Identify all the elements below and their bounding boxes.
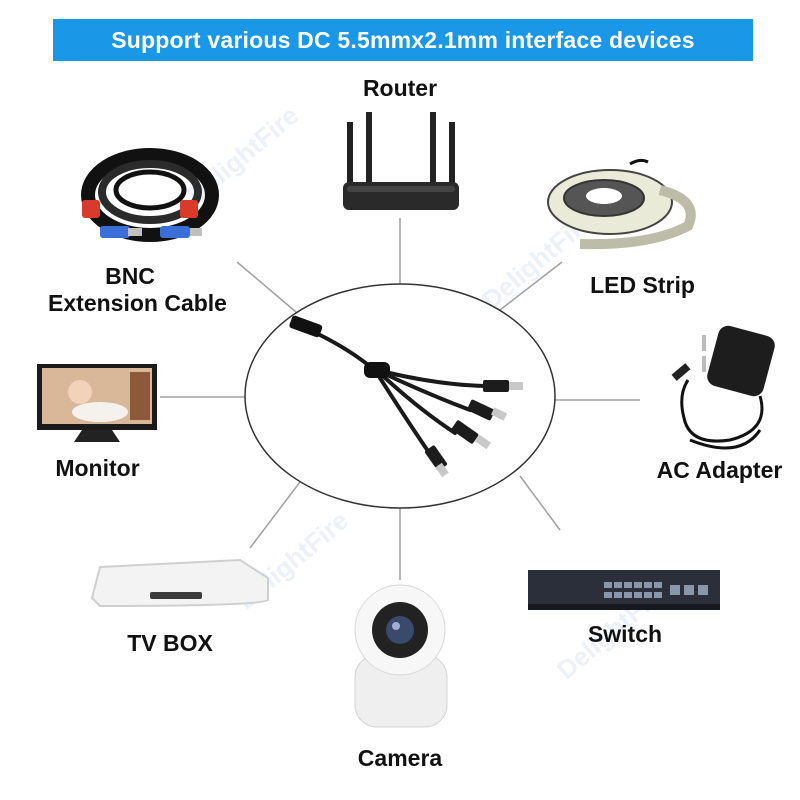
monitor-icon [37, 364, 157, 442]
tv-box-icon [90, 558, 269, 608]
connector-lines [160, 218, 640, 580]
ac-adapter-icon [671, 325, 775, 450]
label-ac-adapter: AC Adapter [656, 457, 783, 483]
dc-splitter-cable-icon [289, 315, 523, 478]
label-tv-box: TV BOX [127, 630, 213, 656]
label-bnc-line2: Extension Cable [48, 290, 227, 316]
center-ellipse [244, 283, 556, 509]
network-switch-icon [528, 570, 720, 610]
router-icon [343, 112, 459, 210]
led-strip-reel-icon [547, 158, 696, 250]
label-monitor: Monitor [55, 455, 140, 481]
label-bnc-line1: BNC [105, 263, 155, 289]
label-camera: Camera [357, 745, 443, 771]
label-switch: Switch [587, 621, 663, 647]
label-router: Router [362, 75, 438, 101]
label-led-strip: LED Strip [590, 272, 695, 298]
bnc-cable-coil-icon [81, 148, 219, 242]
header-banner: Support various DC 5.5mmx2.1mm interface… [53, 19, 753, 61]
security-camera-icon [354, 584, 448, 728]
